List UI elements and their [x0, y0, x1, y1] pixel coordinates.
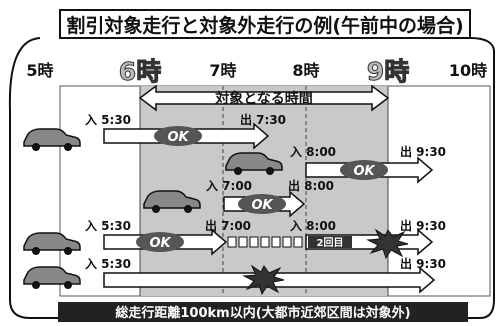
hour-label-9: 9時	[367, 57, 409, 86]
stop-period-markers	[227, 236, 303, 248]
hour-label-8: 8時	[292, 61, 319, 80]
exit-time: 出 7:30	[240, 112, 286, 127]
exit-time: 出 8:00	[288, 178, 334, 193]
ok-label: OK	[251, 198, 273, 213]
entry-time: 入 5:30	[85, 113, 131, 127]
trip-row-2: 入 8:00 OK 出 9:30	[225, 144, 446, 184]
exit-time: 出 9:30	[400, 218, 446, 233]
car-icon	[225, 152, 283, 175]
footer-text: 総走行距離100km以内(大都市近郊区間は対象外)	[115, 305, 410, 321]
outer-frame	[8, 37, 495, 319]
mid-exit-time: 出 7:00	[205, 218, 251, 233]
ok-label: OK	[167, 130, 189, 145]
ok-badge	[238, 194, 286, 214]
entry-time: 入 8:00	[290, 145, 336, 159]
hour-label-5: 5時	[26, 61, 53, 80]
car-icon	[23, 232, 81, 255]
title-box	[59, 9, 471, 39]
exit-time: 出 9:30	[400, 256, 446, 271]
diagram-title: 割引対象走行と対象外走行の例(午前中の場合)	[66, 14, 463, 37]
car-icon	[23, 128, 81, 151]
ng-burst	[366, 228, 409, 260]
entry-time: 入 7:00	[206, 179, 252, 193]
car-icon	[143, 190, 201, 213]
hour-label-6: 6時	[119, 57, 161, 86]
ok-badge	[154, 126, 202, 146]
ok-badge	[340, 160, 388, 180]
ok-label: OK	[149, 236, 171, 251]
entry-time: 入 5:30	[85, 257, 131, 271]
target-period-label: 対象となる時間	[214, 90, 313, 107]
target-period-arrow: 対象となる時間	[138, 84, 390, 112]
ok-badge	[136, 232, 184, 252]
ng-burst	[242, 264, 285, 296]
second-trip-label: 2回目	[317, 237, 344, 249]
ok-label: OK	[353, 164, 375, 179]
entry-time: 入 5:30	[85, 219, 131, 233]
exit-time: 出 9:30	[400, 144, 446, 159]
car-icon	[23, 266, 81, 289]
trip-row-5: 入 5:30 出 9:30	[23, 256, 446, 296]
footer-box	[58, 302, 468, 322]
hour-label-10: 10時	[449, 61, 487, 80]
mid-entry-time: 入 8:00	[290, 219, 336, 233]
trip-row-3: 入 7:00 出 8:00 OK	[143, 178, 334, 218]
second-trip-tag	[308, 236, 352, 248]
target-period-band	[140, 86, 388, 296]
trip-row-4: 入 5:30 出 7:00 入 8:00 出 9:30 OK 2回目	[23, 218, 446, 260]
hour-label-7: 7時	[209, 61, 236, 80]
trip-row-1: 入 5:30 OK 出 7:30	[23, 112, 286, 151]
